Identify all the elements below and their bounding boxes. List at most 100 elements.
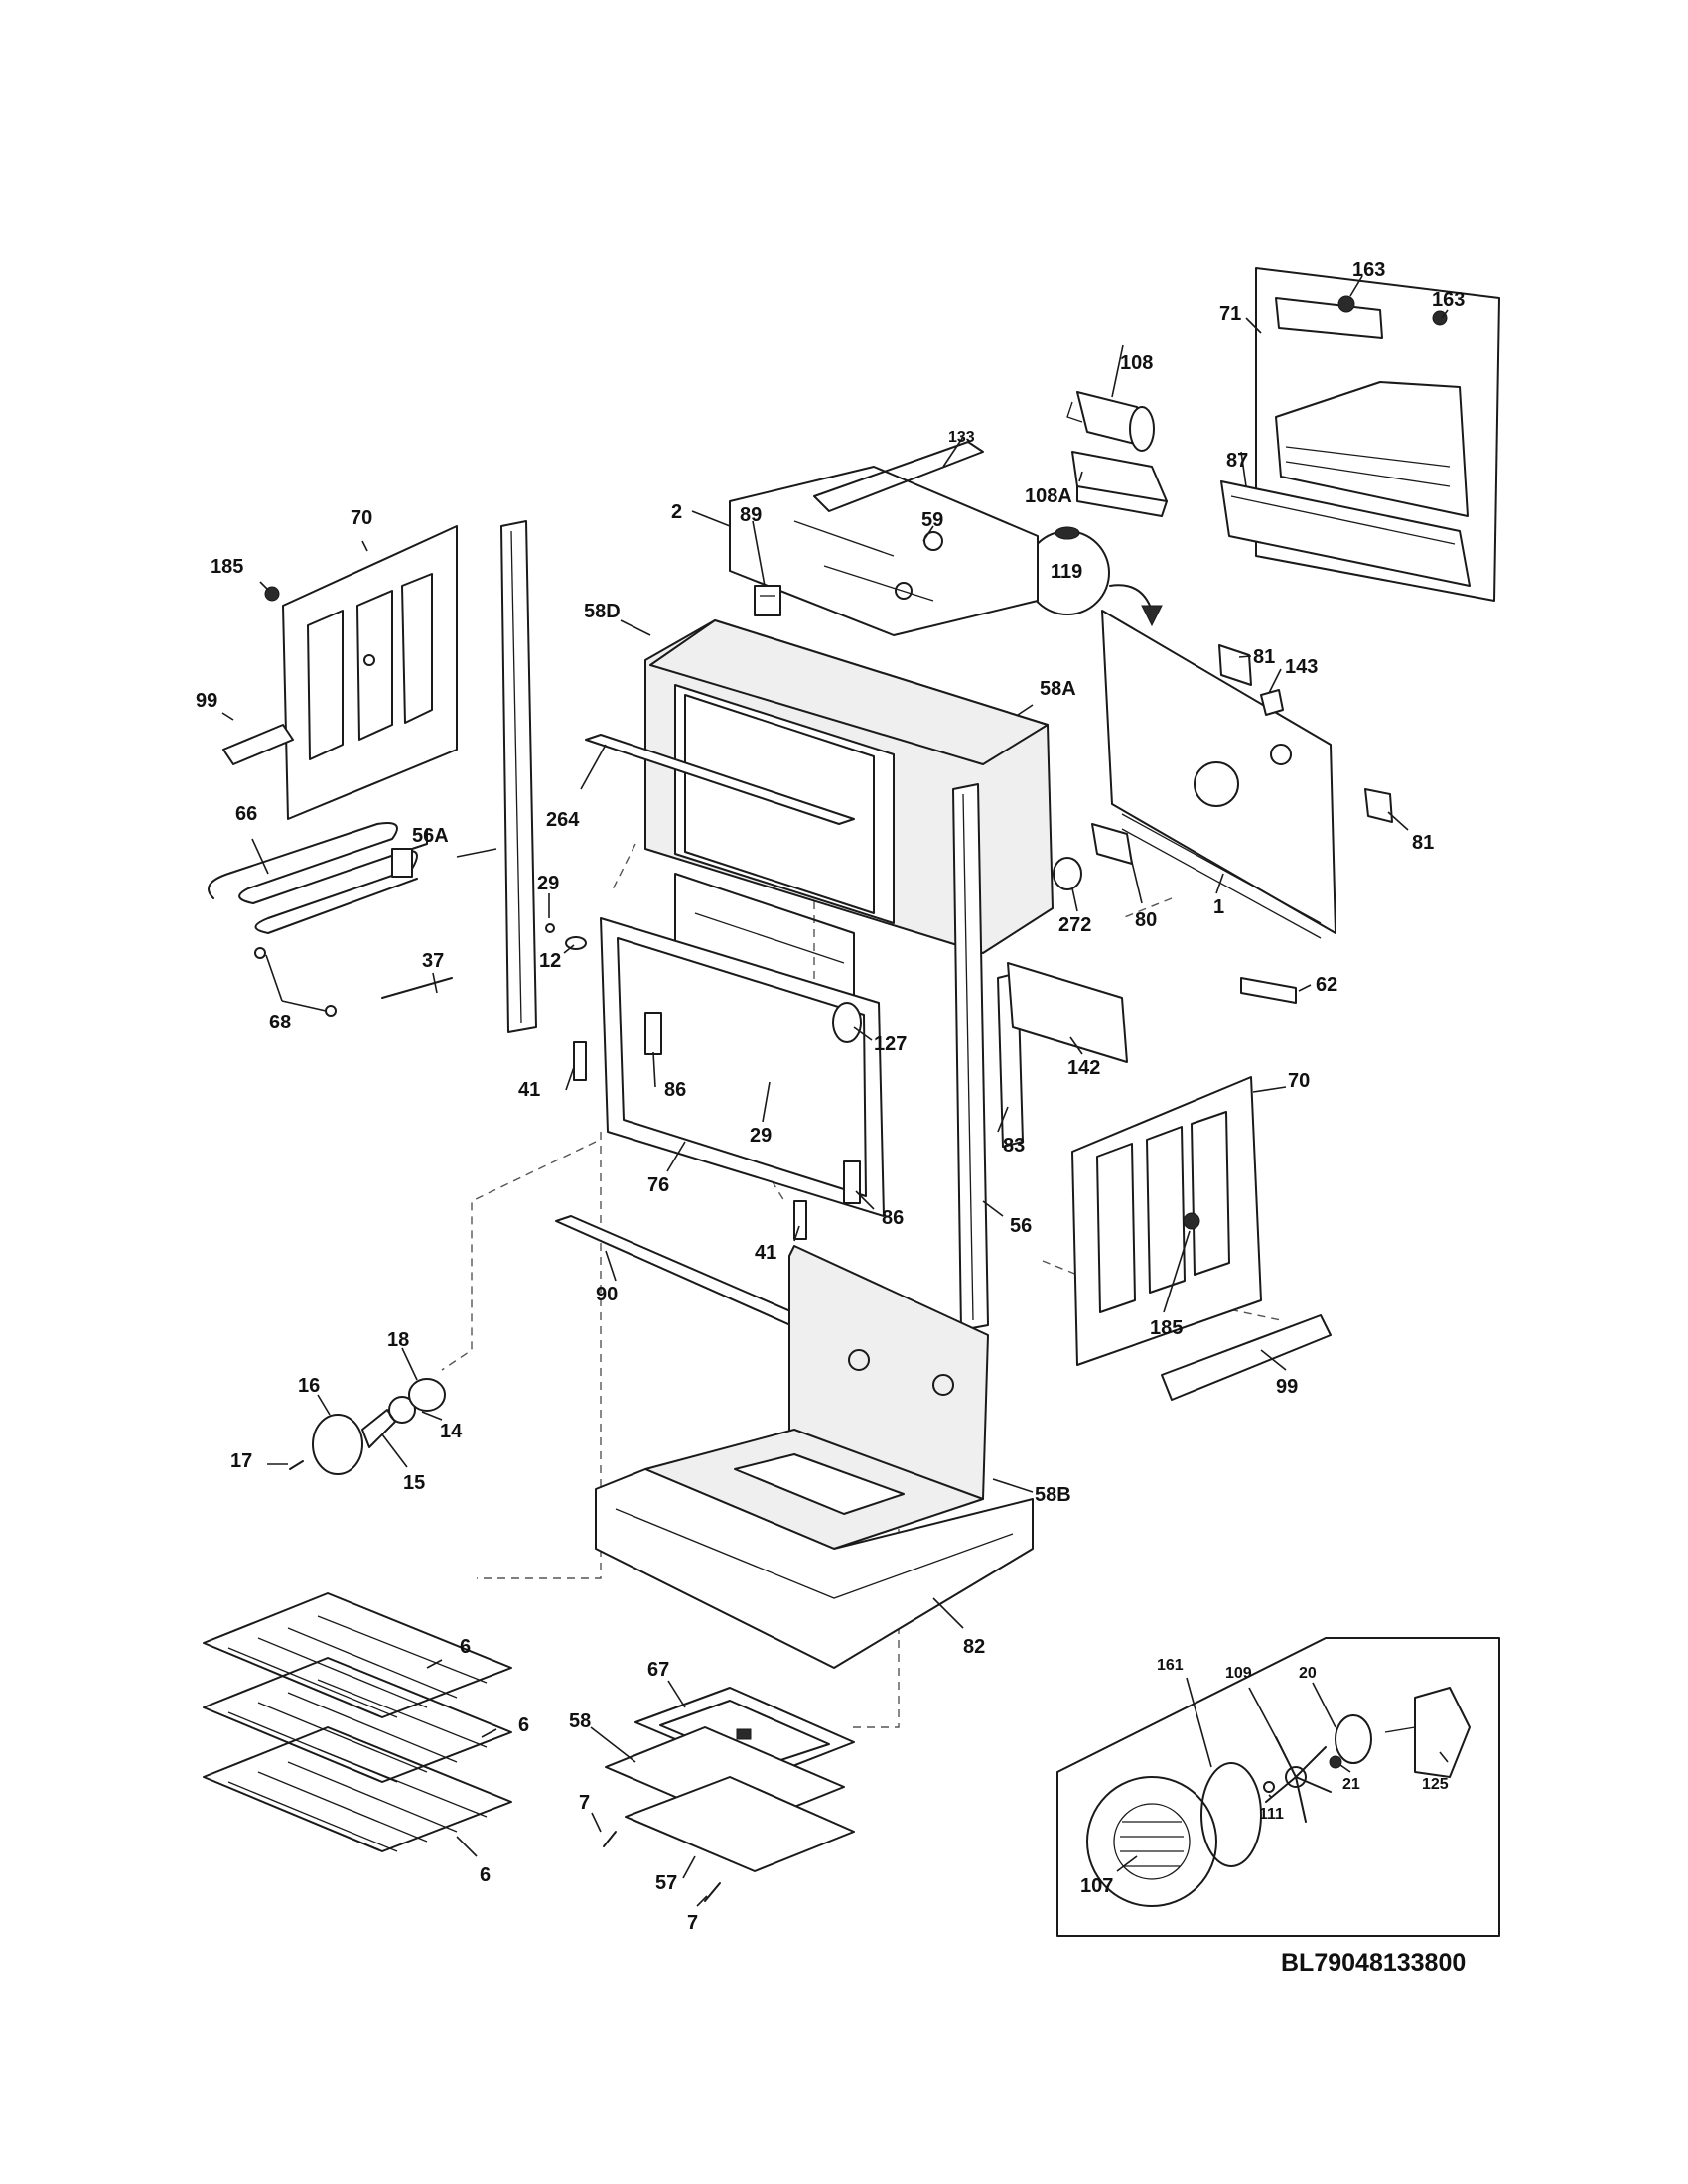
callout-142: 142 xyxy=(1067,1057,1100,1079)
callout-58B: 58B xyxy=(1035,1484,1071,1506)
callout-71: 71 xyxy=(1219,303,1241,325)
side-panel-70-left[interactable] xyxy=(264,525,458,820)
hinge-86b[interactable] xyxy=(843,1160,861,1204)
callout-41a: 41 xyxy=(518,1079,540,1101)
callout-125: 125 xyxy=(1422,1776,1449,1793)
callout-99b: 99 xyxy=(1276,1376,1298,1398)
screw-7b[interactable] xyxy=(704,1882,721,1902)
plug-272[interactable] xyxy=(1053,857,1082,890)
oven-rack-top[interactable] xyxy=(203,1592,512,1718)
callout-99a: 99 xyxy=(196,690,217,712)
callout-108: 108 xyxy=(1120,352,1153,374)
callout-87: 87 xyxy=(1226,450,1248,472)
callout-68: 68 xyxy=(269,1012,291,1033)
callout-56A: 56A xyxy=(412,825,449,847)
rail-56A[interactable] xyxy=(500,520,537,1033)
lower-cavity-58B[interactable] xyxy=(644,1245,989,1550)
callout-58A: 58A xyxy=(1040,678,1076,700)
door-frame-76[interactable] xyxy=(600,917,885,1217)
sensor-12[interactable] xyxy=(565,936,587,950)
callout-18: 18 xyxy=(387,1329,409,1351)
cover-57[interactable] xyxy=(625,1776,855,1872)
rail-56[interactable] xyxy=(952,783,989,1331)
callout-66: 66 xyxy=(235,803,257,825)
fan-ring-161[interactable] xyxy=(1200,1762,1262,1867)
callout-29a: 29 xyxy=(537,873,559,894)
callout-264: 264 xyxy=(546,809,580,831)
leader-lines xyxy=(221,275,1449,1907)
callout-127: 127 xyxy=(874,1033,907,1055)
plug-41a[interactable] xyxy=(573,1041,587,1081)
oven-rack-bottom[interactable] xyxy=(203,1726,512,1852)
callout-70b: 70 xyxy=(1288,1070,1310,1092)
bracket-87[interactable] xyxy=(1220,480,1471,587)
callout-107: 107 xyxy=(1080,1875,1113,1897)
callout-119: 119 xyxy=(1051,561,1082,583)
clip-143[interactable] xyxy=(1260,689,1284,716)
fan-cover-107[interactable] xyxy=(1086,1776,1217,1907)
oven-cavity-58A[interactable] xyxy=(644,619,1054,1133)
blower-108[interactable] xyxy=(1066,391,1155,452)
side-panel-70-right[interactable] xyxy=(1071,1076,1262,1366)
bracket-99-right[interactable] xyxy=(1161,1314,1332,1401)
callout-163a: 163 xyxy=(1352,259,1385,281)
fan-blade-109[interactable] xyxy=(1265,1736,1332,1823)
oven-rack-middle[interactable] xyxy=(203,1657,512,1783)
callout-272: 272 xyxy=(1058,914,1091,936)
callout-56: 56 xyxy=(1010,1215,1032,1237)
hinge-86a[interactable] xyxy=(644,1012,662,1055)
bracket-81b[interactable] xyxy=(1364,788,1393,823)
callout-labels: 163 163 71 108 87 133 108A 89 2 59 119 7… xyxy=(196,259,1465,1934)
convection-fan-inset xyxy=(1056,1637,1500,1937)
callout-16: 16 xyxy=(298,1375,320,1397)
sensor-89[interactable] xyxy=(754,585,781,616)
callout-6b: 6 xyxy=(518,1714,529,1736)
motor-125[interactable] xyxy=(1384,1687,1471,1778)
callout-82: 82 xyxy=(963,1636,985,1658)
callout-108A: 108A xyxy=(1025,485,1072,507)
lamp-assembly[interactable] xyxy=(289,1378,446,1475)
panel-142[interactable] xyxy=(1007,962,1128,1063)
callout-86b: 86 xyxy=(882,1207,904,1229)
callout-80: 80 xyxy=(1135,909,1157,931)
callout-185b: 185 xyxy=(1150,1317,1183,1339)
terminal-62[interactable] xyxy=(1240,977,1297,1004)
callout-62: 62 xyxy=(1316,974,1337,996)
bake-element-66[interactable] xyxy=(208,822,428,934)
screw-7a[interactable] xyxy=(603,1831,617,1847)
diagram-code: BL79048133800 xyxy=(1281,1949,1466,1977)
callout-12: 12 xyxy=(539,950,561,972)
callout-7b: 7 xyxy=(687,1912,698,1934)
light-127[interactable] xyxy=(832,1002,862,1043)
baffle-20[interactable] xyxy=(1335,1714,1372,1764)
nut-111[interactable] xyxy=(1263,1781,1275,1793)
callout-58: 58 xyxy=(569,1710,591,1732)
callout-59: 59 xyxy=(921,509,943,531)
wire-37[interactable] xyxy=(381,977,453,999)
bracket-81a[interactable] xyxy=(1218,644,1252,686)
control-panel-1[interactable] xyxy=(1101,610,1336,939)
callout-111: 111 xyxy=(1259,1806,1284,1823)
callout-41b: 41 xyxy=(755,1242,776,1264)
callout-17: 17 xyxy=(230,1450,252,1472)
washer-21[interactable] xyxy=(1329,1755,1342,1769)
thermostat-119-detail[interactable] xyxy=(1025,526,1163,627)
callout-29b: 29 xyxy=(750,1125,772,1147)
base-pan-82[interactable] xyxy=(595,1468,1034,1669)
trim-264[interactable] xyxy=(585,734,855,825)
callout-37: 37 xyxy=(422,950,444,972)
screw-29a[interactable] xyxy=(545,923,555,933)
callout-67: 67 xyxy=(647,1659,669,1681)
callout-81a: 81 xyxy=(1253,646,1275,668)
bracket-80[interactable] xyxy=(1091,823,1133,865)
nut-185b-icon xyxy=(1183,1212,1200,1230)
nut-185-icon xyxy=(264,586,280,602)
bracket-108A[interactable] xyxy=(1071,451,1168,517)
bracket-99-left[interactable] xyxy=(222,724,294,765)
callout-161: 161 xyxy=(1157,1657,1184,1674)
callout-21: 21 xyxy=(1342,1776,1360,1793)
callout-81b: 81 xyxy=(1412,832,1434,854)
top-plate-2[interactable] xyxy=(729,441,1039,636)
callout-83: 83 xyxy=(1003,1135,1025,1157)
